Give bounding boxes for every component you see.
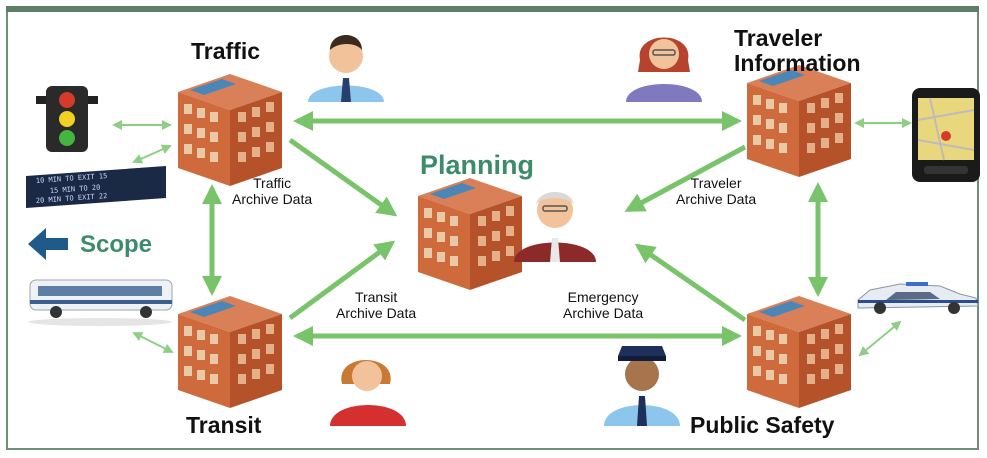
emergency-archive-line-1: Emergency xyxy=(567,289,639,305)
emergency-archive-line-2: Archive Data xyxy=(563,305,644,321)
transit-planning-arrow xyxy=(288,240,396,321)
traffic-light-icon xyxy=(36,86,98,152)
data-flow-arrows xyxy=(202,111,828,346)
traveler-label-line-1: Traveler xyxy=(734,25,823,51)
planning-label: Planning xyxy=(420,150,534,180)
public-safety-label: Public Safety xyxy=(690,412,835,438)
traveler-planning-arrow xyxy=(624,144,747,213)
transit-person-icon xyxy=(330,360,406,426)
transit-archive-line-2: Archive Data xyxy=(336,305,417,321)
traveler-archive-line-2: Archive Data xyxy=(676,191,757,207)
device-connectors xyxy=(112,118,912,357)
traffic-operator-person-icon xyxy=(308,35,384,102)
message-sign-icon: 10 MIN TO EXIT 15 15 MIN TO 20 20 MIN TO… xyxy=(26,166,166,208)
traveler-archive-label: Traveler Archive Data xyxy=(676,175,756,207)
traveler-person-icon xyxy=(626,37,702,102)
traffic-archive-line-2: Archive Data xyxy=(232,191,313,207)
traveler-archive-line-1: Traveler xyxy=(690,175,742,191)
scope-label: Scope xyxy=(80,231,153,258)
sign-line-2: 15 MIN TO 20 xyxy=(50,183,101,195)
traveler-label-line-2: Information xyxy=(734,50,861,76)
frame-top-bar xyxy=(6,6,979,12)
traffic-building-icon xyxy=(178,74,282,186)
transit-building-icon xyxy=(178,296,282,408)
traffic-archive-line-1: Traffic xyxy=(253,175,292,191)
transit-archive-line-1: Transit xyxy=(354,289,398,305)
traveler-information-label: Traveler Information xyxy=(734,26,861,76)
traffic-label: Traffic xyxy=(191,38,261,64)
public-safety-building-icon xyxy=(747,296,851,408)
transit-archive-label: Transit Archive Data xyxy=(336,289,416,321)
emergency-archive-label: Emergency Archive Data xyxy=(563,289,643,321)
smartphone-icon xyxy=(912,88,980,182)
safety-planning-arrow xyxy=(634,243,747,323)
police-car-icon xyxy=(857,282,979,314)
traveler-building-icon xyxy=(747,65,851,177)
scope-arrow-icon xyxy=(28,228,68,260)
traffic-planning-arrow xyxy=(288,137,398,217)
bus-icon xyxy=(28,279,173,326)
transit-label: Transit xyxy=(186,412,262,438)
planner-person-icon xyxy=(514,192,596,262)
traffic-archive-label: Traffic Archive Data xyxy=(232,175,312,207)
police-officer-person-icon xyxy=(604,346,680,426)
planning-building-icon xyxy=(418,178,522,290)
